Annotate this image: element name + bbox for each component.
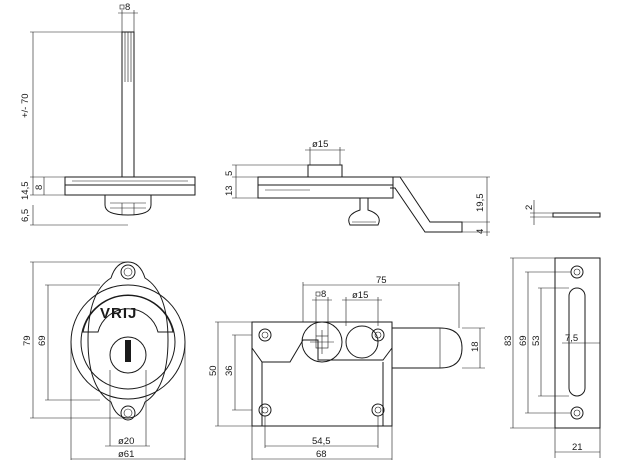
dim-latch-diam: ø15 <box>352 290 368 301</box>
dim-strike-h2: 69 <box>518 335 529 346</box>
dim-plate-h1: 14,5 <box>20 182 31 201</box>
dim-rosette-d1: ø20 <box>118 436 134 447</box>
dim-bolt-height: 18 <box>470 341 481 352</box>
dim-rosette-h-inner: 69 <box>37 335 48 346</box>
dim-latch-h4: 4 <box>475 229 486 234</box>
dim-boss-diameter: ø15 <box>312 139 328 150</box>
dim-spindle-height: +/- 70 <box>20 93 31 118</box>
dim-plate-h1: 50 <box>208 365 219 376</box>
dim-plate-h2: 8 <box>34 185 45 190</box>
view-strike-side: 2 <box>524 200 601 225</box>
dim-strike-h1: 83 <box>503 335 514 346</box>
view-latch-side: ø15 5 13 19,5 4 <box>224 139 490 236</box>
indicator-label: VRIJ <box>100 305 137 322</box>
dim-strike-h3: 53 <box>531 335 542 346</box>
view-indicator-front: VRIJ 79 69 ø20 ø61 <box>22 261 186 460</box>
dim-rosette-h-outer: 79 <box>22 335 33 346</box>
view-strike-front: 83 69 53 7,5 21 <box>503 257 601 458</box>
dim-rosette-d2: ø61 <box>118 449 134 460</box>
dim-holes-spacing: 54,5 <box>312 436 331 447</box>
dim-latch-h1: 13 <box>224 185 235 196</box>
dim-knob-h: 6,5 <box>20 209 31 222</box>
dim-plate-h2: 36 <box>224 365 235 376</box>
view-latch-front: 75 8 ø15 18 50 36 54,5 68 <box>208 275 485 460</box>
dim-strike-width: 21 <box>572 442 583 453</box>
dim-latch-h2: 5 <box>224 171 235 176</box>
dim-latch-square: 8 <box>321 289 326 300</box>
dim-plate-width: 68 <box>316 449 327 460</box>
dim-strike-thickness: 2 <box>524 205 535 210</box>
dim-latch-h3: 19,5 <box>475 194 486 213</box>
dim-latch-width-total: 75 <box>376 275 387 286</box>
dim-spindle-width: 8 <box>125 2 130 13</box>
view-spindle-side: 8 +/- 70 14,5 8 6,5 <box>20 2 196 226</box>
dim-strike-slot: 7,5 <box>565 333 578 344</box>
